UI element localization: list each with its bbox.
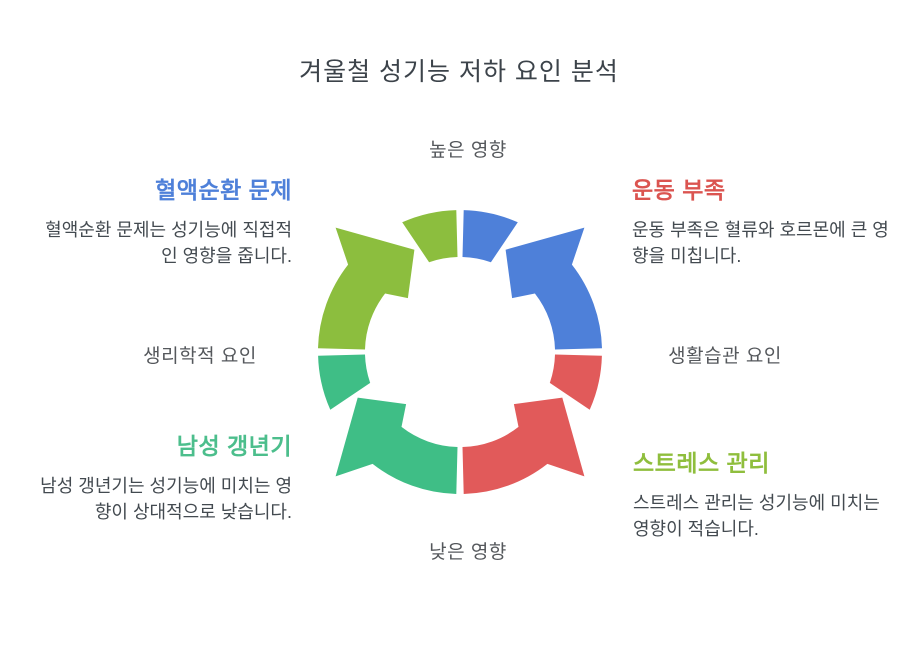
quadrant-heading: 운동 부족 <box>632 177 726 203</box>
axis-label-physiological-factors: 생리학적 요인 <box>143 346 257 367</box>
quadrant-stress-management: 스트레스 관리 스트레스 관리는 성기능에 미치는 영향이 적습니다. <box>633 444 893 542</box>
quadrant-male-menopause: 남성 갱년기 남성 갱년기는 성기능에 미치는 영향이 상대적으로 낮습니다. <box>36 427 292 525</box>
page-title: 겨울철 성기능 저하 요인 분석 <box>299 58 619 86</box>
quadrant-description: 혈액순환 문제는 성기능에 직접적인 영향을 줍니다. <box>45 220 292 267</box>
quadrant-description: 스트레스 관리는 성기능에 미치는 영향이 적습니다. <box>633 493 880 540</box>
axis-label-low-impact: 낮은 영향 <box>429 542 507 563</box>
cycle-segment-top-right <box>462 210 602 350</box>
quadrant-heading: 혈액순환 문제 <box>155 177 292 203</box>
quadrant-description: 남성 갱년기는 성기능에 미치는 영향이 상대적으로 낮습니다. <box>40 476 292 523</box>
quadrant-lack-of-exercise: 운동 부족 운동 부족은 혈류와 호르몬에 큰 영향을 미칩니다. <box>632 171 892 269</box>
quadrant-description: 운동 부족은 혈류와 호르몬에 큰 영향을 미칩니다. <box>632 220 889 267</box>
axis-label-high-impact: 높은 영향 <box>429 140 507 161</box>
cycle-segment-bottom-left <box>318 354 458 494</box>
quadrant-heading: 스트레스 관리 <box>633 450 770 476</box>
cycle-segment-bottom-right <box>462 354 602 494</box>
cycle-segment-top-left <box>318 210 458 350</box>
cycle-arrows-diagram <box>318 210 602 494</box>
quadrant-blood-circulation: 혈액순환 문제 혈액순환 문제는 성기능에 직접적인 영향을 줍니다. <box>36 171 292 269</box>
quadrant-heading: 남성 갱년기 <box>176 433 292 459</box>
axis-label-lifestyle-factors: 생활습관 요인 <box>668 346 782 367</box>
